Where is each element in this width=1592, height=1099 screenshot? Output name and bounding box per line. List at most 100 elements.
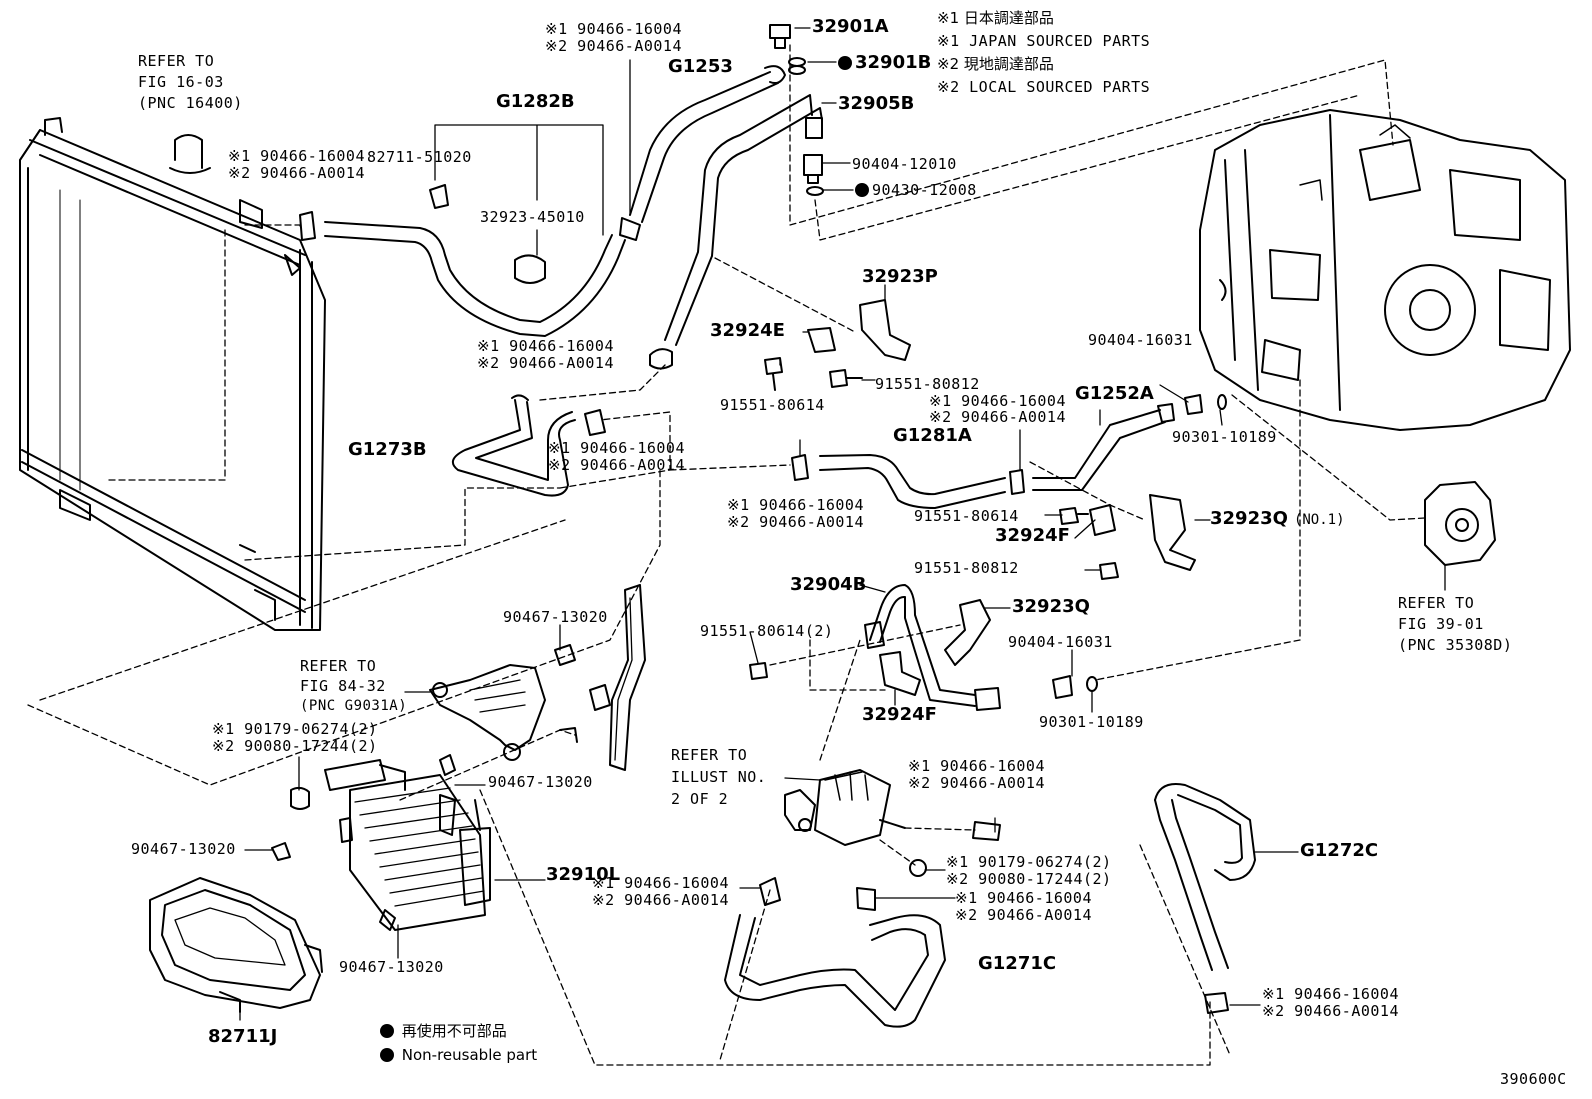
clamp-code-japan: ※1 90466-16004 <box>727 496 864 514</box>
clamp-label-g1271c-right: ※1 90466-16004 ※2 90466-A0014 <box>955 890 1092 924</box>
part-82711-51020: 82711-51020 <box>367 148 472 166</box>
part-90404-16031-upper: 90404-16031 <box>1088 331 1193 349</box>
part-90301-10189-upper: 90301-10189 <box>1172 428 1277 446</box>
oil-cooler <box>271 754 491 931</box>
hose-g1273b <box>451 394 606 497</box>
radiator-drawing <box>19 117 326 631</box>
tube-32904b <box>749 584 1098 711</box>
part-90404-12010: 90404-12010 <box>852 155 957 173</box>
refer-bracket-line-1: REFER TO <box>300 657 377 675</box>
part-90179-90080-right: ※1 90179-06274(2) ※2 90080-17244(2) <box>946 854 1112 888</box>
clamp-code-local: ※2 90466-A0014 <box>1262 1002 1399 1020</box>
legend-top-line-1: ※1 日本調達部品 <box>937 9 1054 27</box>
clamp-label-g1281a-left: ※1 90466-16004 ※2 90466-A0014 <box>727 497 864 531</box>
clamp-code-local: ※2 90466-A0014 <box>955 906 1092 924</box>
refer-radiator-line-1: REFER TO <box>138 52 215 70</box>
refer-illust-line-1: REFER TO <box>671 746 748 764</box>
air-duct <box>149 877 323 1013</box>
clamp-code-japan: ※1 90466-16004 <box>477 337 614 355</box>
part-32910l: 32910L <box>546 864 621 885</box>
part-32923q-no1-suffix: (NO.1) <box>1293 512 1345 528</box>
legend-top-line-4: ※2 LOCAL SOURCED PARTS <box>937 78 1151 96</box>
g1272c-leaders <box>1229 851 1299 1006</box>
legend-bottom-line-1: 再使用不可部品 <box>380 1019 537 1043</box>
part-91551-80614-mid: 91551-80614 <box>914 507 1019 525</box>
part-32901b-code: 32901B <box>855 52 932 73</box>
clamp-label-radiator: ※1 90466-16004 ※2 90466-A0014 <box>228 148 365 182</box>
clamp-code-japan: ※1 90466-16004 <box>908 757 1045 775</box>
part-32901a: 32901A <box>812 16 889 37</box>
refer-illust-line-3: 2 OF 2 <box>671 790 729 808</box>
pump-drawing <box>1424 481 1496 591</box>
part-32924f-lower: 32924F <box>862 704 937 725</box>
clamp-code-local: ※2 90466-A0014 <box>908 774 1045 792</box>
part-91551-80614-upper: 91551-80614 <box>720 396 825 414</box>
refer-illust-line-2: ILLUST NO. <box>671 768 767 786</box>
brackets-mid <box>764 299 1196 580</box>
refer-radiator-line-3: (PNC 16400) <box>138 94 243 112</box>
legend-bottom-line-2: Non-reusable part <box>380 1043 537 1067</box>
hose-g1282b <box>299 184 626 337</box>
part-g1273b: G1273B <box>348 439 427 460</box>
top-dashed <box>714 44 1394 333</box>
part-32924e: 32924E <box>710 320 785 341</box>
clamp-code-local: ※2 90466-A0014 <box>592 891 729 909</box>
part-g1253: G1253 <box>668 56 733 77</box>
part-g1252a: G1252A <box>1075 383 1154 404</box>
cooler-leaders <box>244 691 546 959</box>
hose-g1281a <box>791 454 1025 509</box>
part-32923q-no1: 32923Q (NO.1) <box>1210 510 1345 529</box>
clamp-code-japan: ※1 90466-16004 <box>545 20 682 38</box>
part-g1272c: G1272C <box>1300 840 1379 861</box>
legend-bottom-en: Non-reusable part <box>401 1046 538 1064</box>
lower-mid-leaders <box>749 584 1093 713</box>
refer-bracket-line-2: FIG 84-32 <box>300 677 386 695</box>
clamp-label-g1253-lower: ※1 90466-16004 ※2 90466-A0014 <box>477 338 614 372</box>
refer-radiator-line-2: FIG 16-03 <box>138 73 224 91</box>
clamp-code-japan: ※1 90466-16004 <box>592 874 729 892</box>
valve-block <box>759 769 1001 911</box>
hose-g1252a <box>1032 394 1227 491</box>
clamp-code-local: ※2 90466-A0014 <box>545 37 682 55</box>
mid-dashed <box>769 379 1426 691</box>
clamp-code-local: ※2 90466-A0014 <box>929 408 1066 426</box>
part-90430-12008: 90430-12008 <box>855 181 977 199</box>
clamp-code-japan: ※1 90466-16004 <box>548 439 685 457</box>
valve-dashed <box>719 639 1231 1061</box>
part-90179-06274-code: ※1 90179-06274(2) <box>212 720 378 738</box>
non-reusable-dot-icon <box>380 1048 394 1062</box>
hose-g1272c <box>1154 783 1256 1014</box>
part-90404-16031-lower: 90404-16031 <box>1008 633 1113 651</box>
refer-bracket-line-3: (PNC G9031A) <box>300 698 408 714</box>
hose-g1271c <box>724 914 946 1028</box>
clamp-code-japan: ※1 90466-16004 <box>929 392 1066 410</box>
refer-pump-line-2: FIG 39-01 <box>1398 615 1484 633</box>
non-reusable-dot-icon <box>838 56 852 70</box>
valve-leaders <box>739 777 996 899</box>
legend-bottom-jp: 再使用不可部品 <box>401 1022 507 1040</box>
clamp-code-japan: ※1 90466-16004 <box>955 889 1092 907</box>
part-90430-12008-code: 90430-12008 <box>872 181 977 199</box>
part-32923q-no1-code: 32923Q <box>1210 508 1288 529</box>
mount-bracket <box>429 584 646 771</box>
transmission-drawing <box>1199 109 1571 431</box>
part-g1282b: G1282B <box>496 91 575 112</box>
part-90467-13020-bracket: 90467-13020 <box>503 608 608 626</box>
part-90179-06274-code: ※1 90179-06274(2) <box>946 853 1112 871</box>
clamp-label-g1272c: ※1 90466-16004 ※2 90466-A0014 <box>1262 986 1399 1020</box>
legend-top-line-2: ※1 JAPAN SOURCED PARTS <box>937 32 1151 50</box>
part-g1281a: G1281A <box>893 425 972 446</box>
clamp-label-g1281a-right: ※1 90466-16004 ※2 90466-A0014 <box>929 393 1066 425</box>
part-90301-10189-lower: 90301-10189 <box>1039 713 1144 731</box>
clamp-code-japan: ※1 90466-16004 <box>228 147 365 165</box>
legend-top: ※1 日本調達部品 ※1 JAPAN SOURCED PARTS ※2 現地調達… <box>937 9 1150 96</box>
refer-radiator: REFER TO FIG 16-03 (PNC 16400) <box>138 51 243 114</box>
legend-top-line-3: ※2 現地調達部品 <box>937 55 1054 73</box>
part-90080-17244-code: ※2 90080-17244(2) <box>212 737 378 755</box>
refer-pump: REFER TO FIG 39-01 (PNC 35308D) <box>1398 593 1512 656</box>
clamp-code-japan: ※1 90466-16004 <box>1262 985 1399 1003</box>
hose-g1253 <box>619 65 823 370</box>
part-32924f-upper: 32924F <box>995 525 1070 546</box>
